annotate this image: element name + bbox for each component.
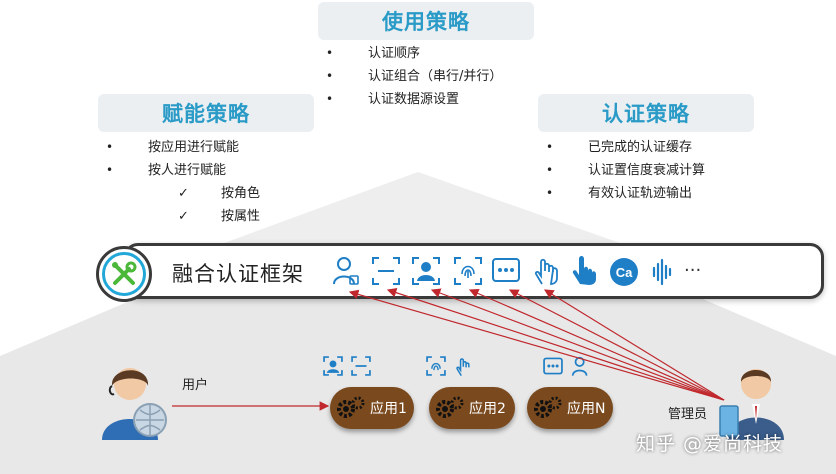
usage-policy-title: 使用策略 bbox=[318, 2, 534, 40]
usage-policy-list: 认证顺序 认证组合（串行/并行） 认证数据源设置 bbox=[322, 42, 502, 111]
tools-icon bbox=[96, 246, 152, 302]
fingerprint-icon bbox=[454, 257, 482, 285]
voice-wave-icon bbox=[652, 258, 672, 286]
app2-method-icons bbox=[425, 355, 475, 377]
empower-policy-item: 按应用进行赋能 bbox=[102, 136, 260, 159]
auth-policy-item: 有效认证轨迹输出 bbox=[542, 182, 705, 205]
face-scan-icon bbox=[426, 356, 446, 376]
usage-policy-item: 认证顺序 bbox=[322, 42, 502, 65]
gears-icon bbox=[336, 395, 366, 421]
otp-code-icon bbox=[543, 357, 563, 375]
auth-policy-list: 已完成的认证缓存 认证置信度衰减计算 有效认证轨迹输出 bbox=[542, 136, 705, 205]
user-label: 用户 bbox=[182, 378, 209, 393]
fingerprint-icon bbox=[456, 358, 470, 377]
app-node-1: 应用1 bbox=[330, 387, 414, 429]
empower-policy-subitem: 按属性 bbox=[102, 205, 260, 228]
id-card-icon bbox=[412, 257, 440, 285]
touch-icon bbox=[534, 258, 558, 285]
otp-code-icon bbox=[492, 258, 520, 282]
admin-label: 管理员 bbox=[668, 407, 708, 422]
user-key-icon bbox=[333, 257, 359, 285]
empower-policy-item: 按人进行赋能 bbox=[102, 159, 260, 182]
gears-icon bbox=[435, 395, 465, 421]
auth-policy-item: 认证置信度衰减计算 bbox=[542, 159, 705, 182]
face-scan-icon bbox=[372, 257, 400, 285]
ca-certificate-icon: Ca bbox=[610, 258, 638, 286]
usage-policy-item: 认证数据源设置 bbox=[322, 88, 502, 111]
empower-policy-list: 按应用进行赋能 按人进行赋能 按角色 按属性 bbox=[102, 136, 260, 228]
framework-title: 融合认证框架 bbox=[172, 262, 304, 286]
watermark: 知乎 @爱尚科技 bbox=[636, 433, 784, 455]
app-label: 应用2 bbox=[469, 401, 506, 417]
more-icon: ··· bbox=[684, 260, 702, 281]
auth-policy-item: 已完成的认证缓存 bbox=[542, 136, 705, 159]
user-avatar-icon bbox=[102, 368, 167, 440]
id-card-icon bbox=[323, 356, 343, 376]
appN-method-icons bbox=[542, 355, 592, 377]
admin-avatar-icon bbox=[719, 369, 784, 440]
usage-policy-item: 认证组合（串行/并行） bbox=[322, 65, 502, 88]
user-key-icon bbox=[571, 356, 588, 376]
face-scan-icon bbox=[351, 356, 371, 376]
app-label: 应用N bbox=[567, 401, 606, 417]
app1-method-icons bbox=[322, 355, 372, 377]
empower-policy-title: 赋能策略 bbox=[98, 94, 314, 132]
gears-icon bbox=[533, 395, 563, 421]
app-node-2: 应用2 bbox=[429, 387, 515, 429]
svg-text:Ca: Ca bbox=[616, 265, 633, 280]
app-label: 应用1 bbox=[370, 401, 407, 417]
empower-policy-subitem: 按角色 bbox=[102, 182, 260, 205]
app-node-n: 应用N bbox=[527, 387, 613, 429]
auth-policy-title: 认证策略 bbox=[538, 94, 754, 132]
hand-pointer-icon bbox=[572, 256, 596, 285]
